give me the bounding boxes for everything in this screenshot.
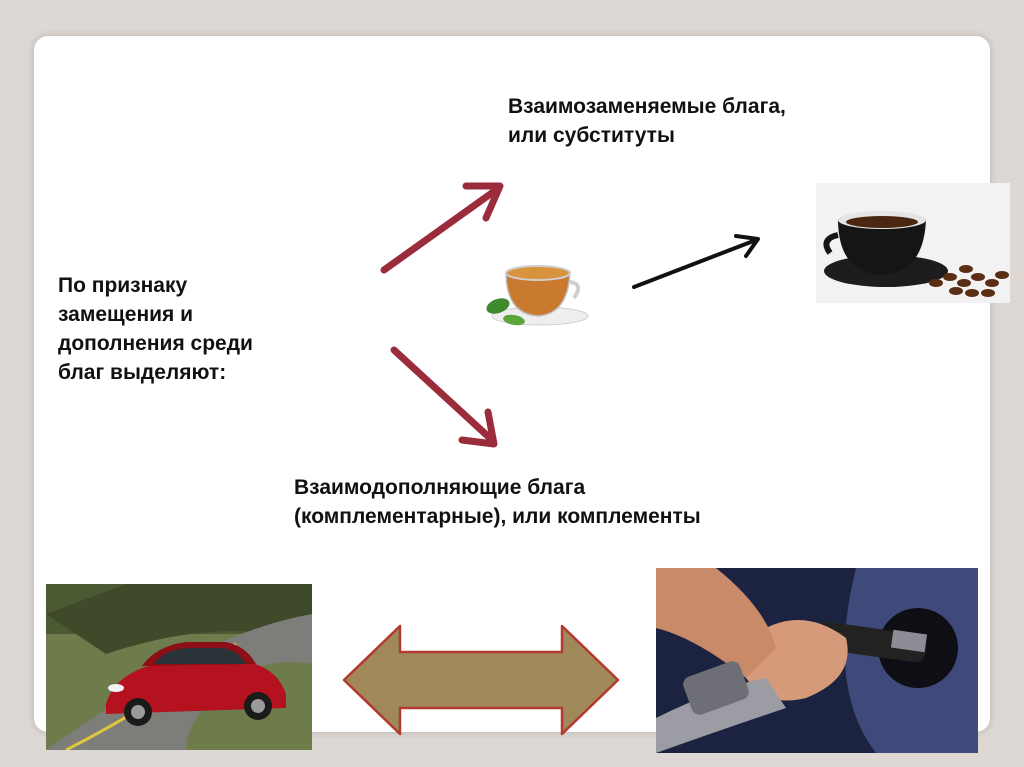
double-arrow-car-fuel [342,624,620,736]
fuel-nozzle-photo [656,568,978,753]
intro-line-2: замещения и [58,303,194,326]
arrow-tea-to-coffee [632,234,760,289]
coffee-cup-photo [816,183,1010,303]
tea-cup-image [486,265,589,326]
red-car-photo [46,584,312,750]
substitutes-line-1: Взаимозаменяемые блага, [508,95,786,118]
complements-label: Взаимодополняющие блага (комплементарные… [294,473,934,531]
intro-line-1: По признаку [58,274,188,297]
classification-intro-text: По признаку замещения и дополнения среди… [58,271,358,387]
complements-line-1: Взаимодополняющие блага [294,476,586,499]
arrow-down-to-complements [390,346,498,448]
substitutes-line-2: или субституты [508,124,675,147]
intro-line-4: благ выделяют: [58,361,227,384]
intro-line-3: дополнения среди [58,332,253,355]
arrow-up-to-substitutes [380,182,504,274]
substitutes-label: Взаимозаменяемые блага, или субституты [508,92,928,150]
complements-line-2: (комплементарные), или комплементы [294,505,701,528]
